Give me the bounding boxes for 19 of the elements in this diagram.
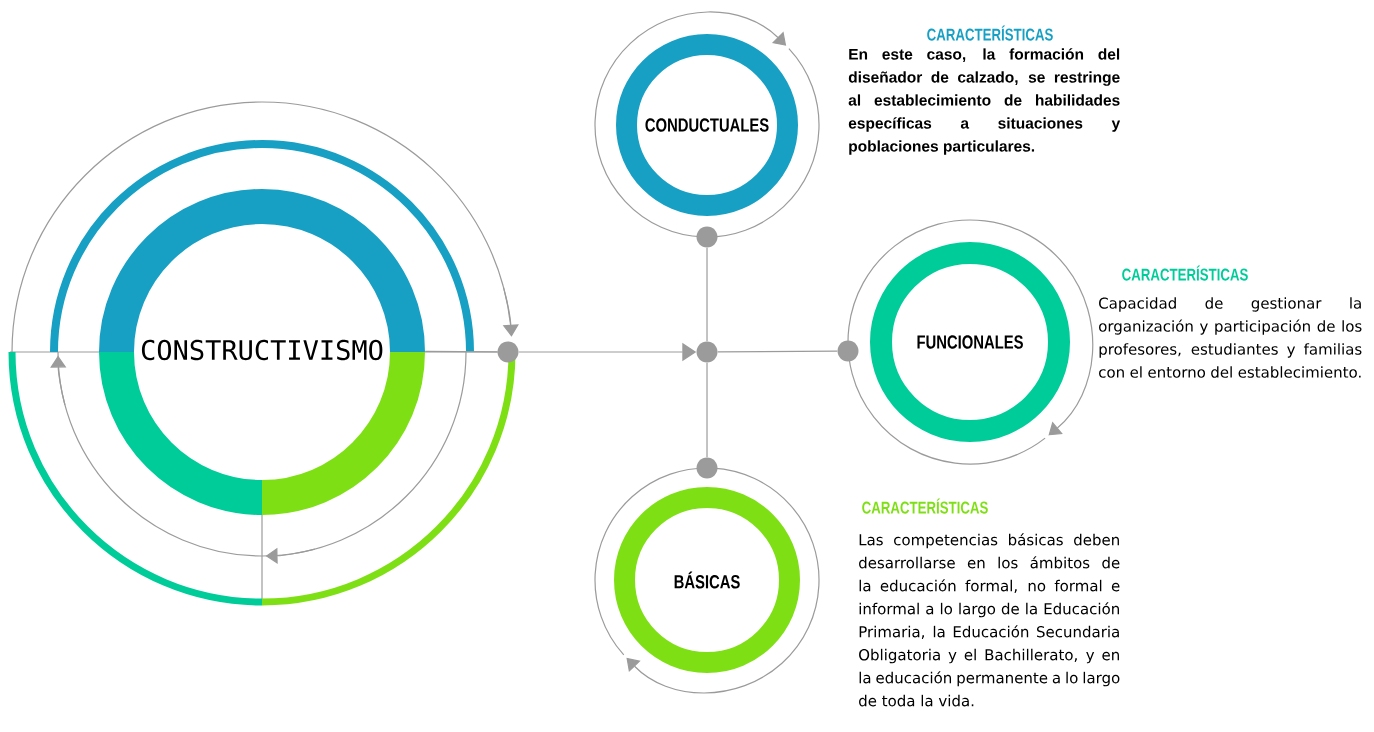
connector bbox=[717, 350, 838, 353]
connector bbox=[706, 247, 708, 342]
connector bbox=[706, 362, 708, 458]
description: Las competencias básicas deben desarrollarse en los ámbitos de la educación formal, no formal e informal a lo largo de la Educación Primaria, la Educación Secundaria Obligatoria y el Bachillerato, y en la educación permanente a lo largo de toda la vida. bbox=[859, 533, 1120, 707]
description: Capacidad de gestionar la organización y participación de los profesores, estudiantes y familias con el entorno del establecimiento. bbox=[1099, 297, 1362, 378]
dot bbox=[497, 341, 519, 363]
ring-node: FUNCIONALES bbox=[870, 242, 1070, 442]
heading: CARACTERÍSTICAS bbox=[927, 25, 1053, 41]
ring-node: BÁSICAS bbox=[614, 487, 800, 673]
dot bbox=[696, 341, 718, 363]
dot bbox=[696, 226, 718, 248]
ring-node: CONSTRUCTIVISMO bbox=[99, 189, 425, 515]
dot bbox=[696, 457, 718, 479]
connector bbox=[424, 350, 498, 353]
heading: CARACTERÍSTICAS bbox=[1122, 265, 1248, 281]
ring-node: CONDUCTUALES bbox=[616, 34, 798, 216]
heading: CARACTERÍSTICAS bbox=[862, 498, 988, 514]
description: En este caso, la formación del diseñador de calzado, se restringe al establecimiento de habilidades específicas a situaciones y poblaciones particulares. bbox=[848, 48, 1121, 155]
dot bbox=[837, 340, 859, 362]
